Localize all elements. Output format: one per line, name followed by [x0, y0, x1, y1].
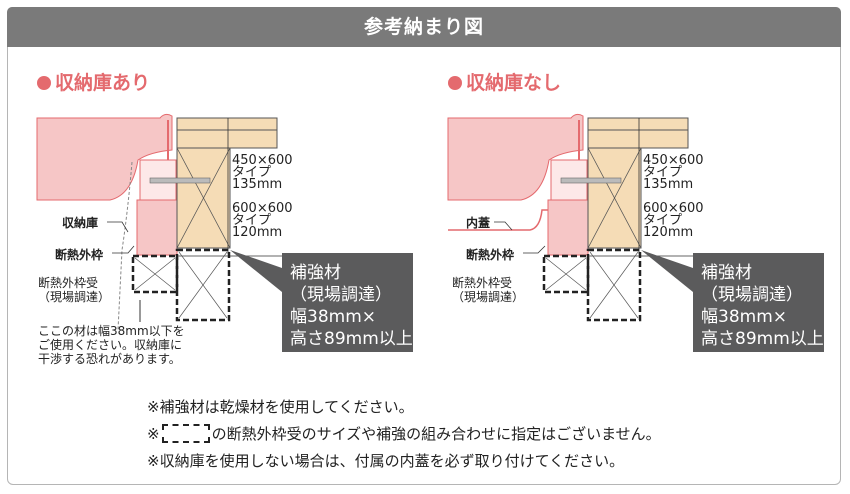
label-storage: 収納庫 [62, 216, 99, 230]
label-receiver-1: 断熱外枠受 [452, 276, 513, 290]
heading-text: 収納庫なし [466, 72, 562, 94]
note-1: ※補強材は乾燥材を使用してください。 [147, 398, 414, 416]
label-inner-lid: 内蓋 [466, 216, 491, 230]
label-receiver: 断熱外枠受（現場調達） [38, 276, 110, 304]
heading-with-storage: 収納庫あり [37, 68, 150, 95]
label-receiver-1: 断熱外枠受 [38, 276, 99, 290]
note-3: ※収納庫を使用しない場合は、付属の内蓋を必ず取り付けてください。 [147, 452, 625, 470]
note-2: ※の断熱外枠受のサイズや補強の組み合わせに指定はございません。 [147, 424, 661, 443]
label-receiver: 断熱外枠受（現場調達） [452, 276, 524, 304]
label-receiver-2: （現場調達） [38, 290, 111, 304]
bullet-icon [448, 76, 462, 90]
callout-reinforcement: 補強材（現場調達）幅38mm×高さ89mm以上 [701, 263, 824, 349]
label-frame: 断熱外枠 [466, 248, 515, 262]
heading-text: 収納庫あり [55, 72, 151, 94]
heading-without-storage: 収納庫なし [448, 68, 561, 95]
inner-lid-line [448, 209, 548, 231]
label-frame: 断熱外枠 [55, 248, 104, 262]
callout-reinforcement: 補強材（現場調達）幅38mm×高さ89mm以上 [290, 263, 413, 349]
note-width-limit: ここの材は幅38mm以下をご使用ください。収納庫に干渉する恐れがあります。 [38, 324, 185, 366]
dashed-box-icon [161, 424, 210, 443]
storage-outline [117, 161, 133, 331]
label-receiver-2: （現場調達） [452, 290, 525, 304]
page-title: 参考納まり図 [7, 7, 841, 47]
bullet-icon [37, 76, 51, 90]
